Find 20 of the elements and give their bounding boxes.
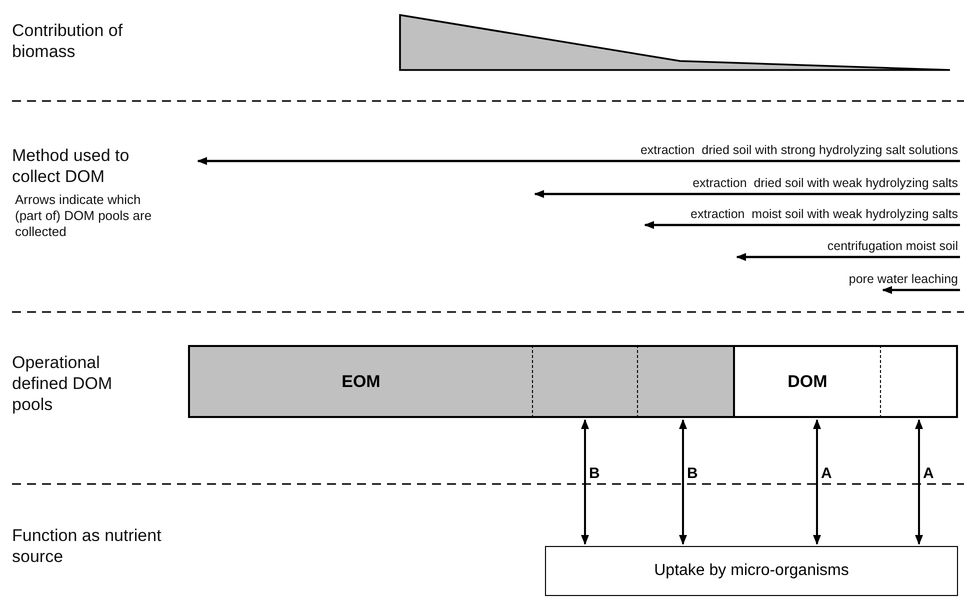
pool-segment: DOM	[733, 345, 880, 418]
method-label: extraction dried soil with strong hydrolyzing salt solutions	[640, 143, 958, 157]
pool-segment	[880, 345, 958, 418]
row-heading: Method used to collect DOM	[12, 145, 130, 187]
row-heading: Function as nutrient source	[12, 525, 162, 567]
method-label: pore water leaching	[848, 272, 958, 286]
method-label: centrifugation moist soil	[827, 239, 958, 253]
pool-segment	[637, 345, 733, 418]
pool-segment: EOM	[188, 345, 532, 418]
row-heading: Contribution of biomass	[12, 20, 124, 62]
double-arrow	[915, 419, 923, 545]
pool-segment	[532, 345, 637, 418]
double-arrow	[813, 419, 821, 545]
double-arrow	[679, 419, 687, 545]
process-box: Uptake by micro-organisms	[545, 546, 958, 596]
method-label: extraction moist soil with weak hydrolyzing salts	[690, 207, 958, 221]
double-arrow	[581, 419, 589, 545]
note-text: Arrows indicate which (part of) DOM pools are collected	[15, 192, 153, 240]
row-heading: Operational defined DOM pools	[12, 352, 114, 415]
method-label: extraction dried soil with weak hydrolyzing salts	[692, 176, 958, 190]
